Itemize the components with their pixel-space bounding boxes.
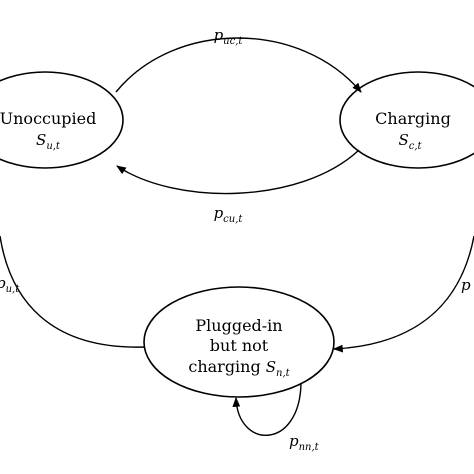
state-charging: Charging Sc,t xyxy=(339,71,474,169)
state-unoccupied: Unoccupied Su,t xyxy=(0,71,124,169)
transition-nn-arrow xyxy=(232,382,302,436)
transition-uc-arrow xyxy=(115,37,362,93)
state-charging-symbol: Sc,t xyxy=(398,131,422,152)
transition-uc-label: puc,t xyxy=(214,26,244,47)
state-charging-ellipse xyxy=(339,71,474,169)
state-unoccupied-label: Unoccupied xyxy=(0,109,96,128)
state-unoccupied-ellipse xyxy=(0,71,124,169)
transition-cu-label: pcu,t xyxy=(214,204,244,225)
transition-nu: pu,t xyxy=(0,235,146,348)
state-plugged-ellipse xyxy=(143,286,335,398)
transition-cu-arrow xyxy=(116,149,360,195)
state-charging-label: Charging xyxy=(375,109,451,128)
state-plugged-label-line1: Plugged-in xyxy=(195,316,282,335)
transition-cn-label: p xyxy=(461,276,471,294)
transition-nu-arrow xyxy=(0,235,146,348)
transition-nn: pnn,t xyxy=(232,382,320,453)
transition-cu: pcu,t xyxy=(116,149,360,225)
transition-nn-label: pnn,t xyxy=(289,432,320,453)
transition-cn: p xyxy=(333,235,474,353)
transition-uc: puc,t xyxy=(115,26,362,93)
state-plugged-label-line2: but not xyxy=(210,336,269,355)
transition-nu-label: pu,t xyxy=(0,274,20,295)
transition-cn-arrow xyxy=(333,235,474,353)
state-unoccupied-symbol: Su,t xyxy=(36,131,61,152)
